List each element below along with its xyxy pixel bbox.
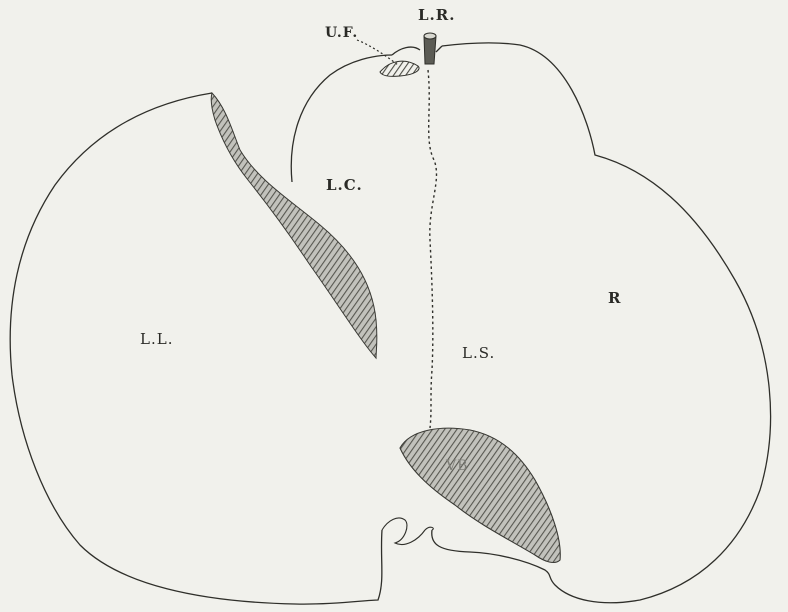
label-right-lobe: R bbox=[608, 289, 621, 307]
label-umbilical-fissure: U.F. bbox=[325, 25, 358, 41]
caudate-lobe-outline bbox=[291, 55, 392, 182]
label-left-lobe: L.L. bbox=[140, 330, 173, 348]
label-vesica-biliaris: VB bbox=[446, 458, 468, 474]
umbilical-fissure-shading bbox=[380, 61, 419, 76]
label-lobus-spigelii: L.S. bbox=[462, 344, 495, 362]
label-lobus-caudatus: L.C. bbox=[326, 176, 363, 194]
label-ligamentum-rotundum: L.R. bbox=[418, 6, 455, 24]
lower-notch-outline bbox=[382, 518, 433, 544]
uf-leader-line bbox=[357, 40, 398, 65]
left-lobe-outline bbox=[10, 93, 382, 604]
ligamentum-rotundum bbox=[424, 36, 436, 64]
dotted-division-line bbox=[428, 70, 436, 428]
